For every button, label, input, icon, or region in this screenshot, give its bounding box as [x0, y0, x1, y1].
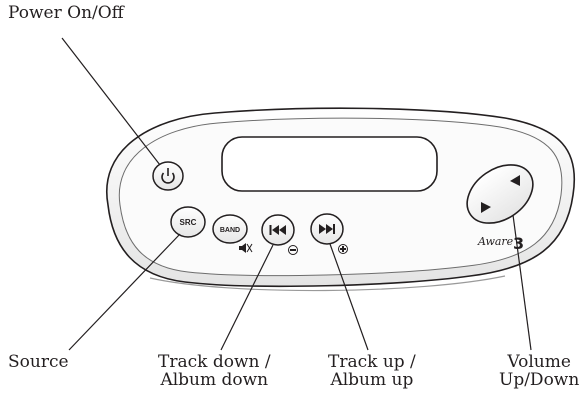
leader-line-track-down	[220, 244, 274, 351]
callout-source-text: Source	[8, 352, 69, 372]
leader-line-power	[61, 37, 161, 166]
track-down-button[interactable]	[261, 214, 295, 246]
brand-logo: Aware 3	[477, 234, 524, 253]
remote-bottom-rim	[149, 275, 506, 292]
src-button-label: SRC	[180, 218, 197, 227]
skip-back-icon	[269, 225, 286, 235]
callout-volume: Volume Up/Down	[499, 353, 579, 389]
callout-volume-line-1: Volume	[507, 352, 571, 372]
triangle-down-icon	[481, 202, 491, 213]
album-down-icon	[288, 245, 298, 255]
album-up-icon	[338, 244, 348, 254]
callout-track-up-line-1: Track up /	[328, 352, 416, 372]
callout-track-down: Track down / Album down	[158, 353, 271, 389]
triangle-up-icon	[510, 175, 520, 186]
skip-forward-icon	[319, 224, 335, 234]
leader-lines	[61, 37, 532, 351]
callout-power-text: Power On/Off	[8, 3, 124, 23]
callout-track-down-line-2: Album down	[160, 370, 269, 390]
callout-track-up: Track up / Album up	[328, 353, 416, 389]
callout-power: Power On/Off	[8, 4, 124, 22]
callout-source: Source	[8, 353, 69, 371]
power-icon	[161, 168, 175, 184]
brand-number: 3	[513, 234, 524, 253]
mute-icon	[239, 243, 253, 253]
leader-line-track-up	[329, 243, 369, 351]
volume-rocker[interactable]	[456, 153, 544, 235]
brand-name: Aware	[477, 235, 514, 248]
leader-line-volume	[512, 214, 532, 351]
band-button-label: BAND	[220, 227, 240, 234]
band-button[interactable]: BAND	[212, 214, 248, 244]
track-up-button[interactable]	[310, 213, 344, 245]
callout-track-down-line-1: Track down /	[158, 352, 271, 372]
leader-line-source	[68, 233, 181, 351]
src-button[interactable]: SRC	[170, 206, 206, 238]
display-window	[221, 136, 438, 192]
callout-track-up-line-2: Album up	[330, 370, 414, 390]
callout-volume-line-2: Up/Down	[499, 370, 580, 390]
power-button[interactable]	[152, 161, 184, 191]
